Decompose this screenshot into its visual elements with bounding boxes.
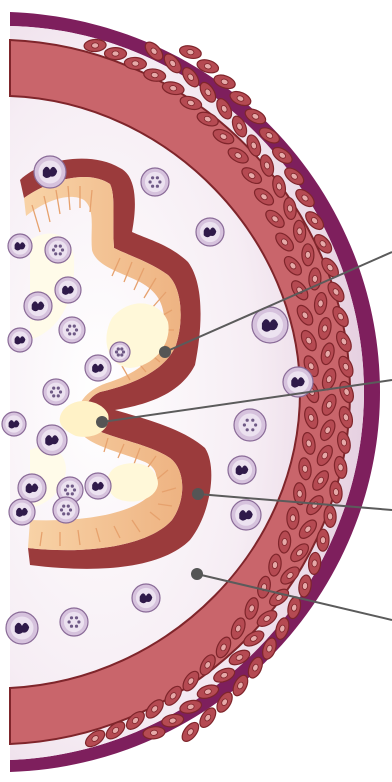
muscle-cell [104, 48, 126, 60]
immune-cell [8, 328, 32, 352]
immune-cell [252, 307, 288, 343]
immune-cell [59, 317, 85, 343]
immune-cell [45, 237, 71, 263]
immune-cell [55, 277, 81, 303]
immune-cell [43, 379, 69, 405]
immune-cell [37, 425, 67, 455]
immune-cell [234, 409, 266, 441]
immune-cell [24, 292, 52, 320]
immune-cell [53, 497, 79, 523]
muscle-cell [302, 244, 314, 266]
immune-cell [34, 156, 66, 188]
immune-cell [141, 168, 169, 196]
muscle-cell [317, 529, 330, 551]
callout-dot-4 [191, 568, 203, 580]
immune-cell [9, 499, 35, 525]
immune-cell [18, 474, 46, 502]
immune-cell [85, 355, 111, 381]
immune-cell [196, 218, 224, 246]
immune-cell [8, 234, 32, 258]
immune-cell [110, 342, 130, 362]
immune-cell [231, 500, 261, 530]
muscle-cell [324, 505, 337, 527]
callout-dot-1 [159, 346, 171, 358]
lumen-lower [107, 463, 158, 501]
immune-cell [228, 456, 256, 484]
immune-cell [132, 584, 160, 612]
immune-cell [85, 473, 111, 499]
callout-dot-2 [96, 416, 108, 428]
callout-dot-3 [192, 488, 204, 500]
immune-cell [6, 612, 38, 644]
muscle-cell [178, 44, 202, 60]
immune-cell [2, 412, 26, 436]
muscle-cell [287, 507, 299, 529]
immune-cell [60, 608, 88, 636]
